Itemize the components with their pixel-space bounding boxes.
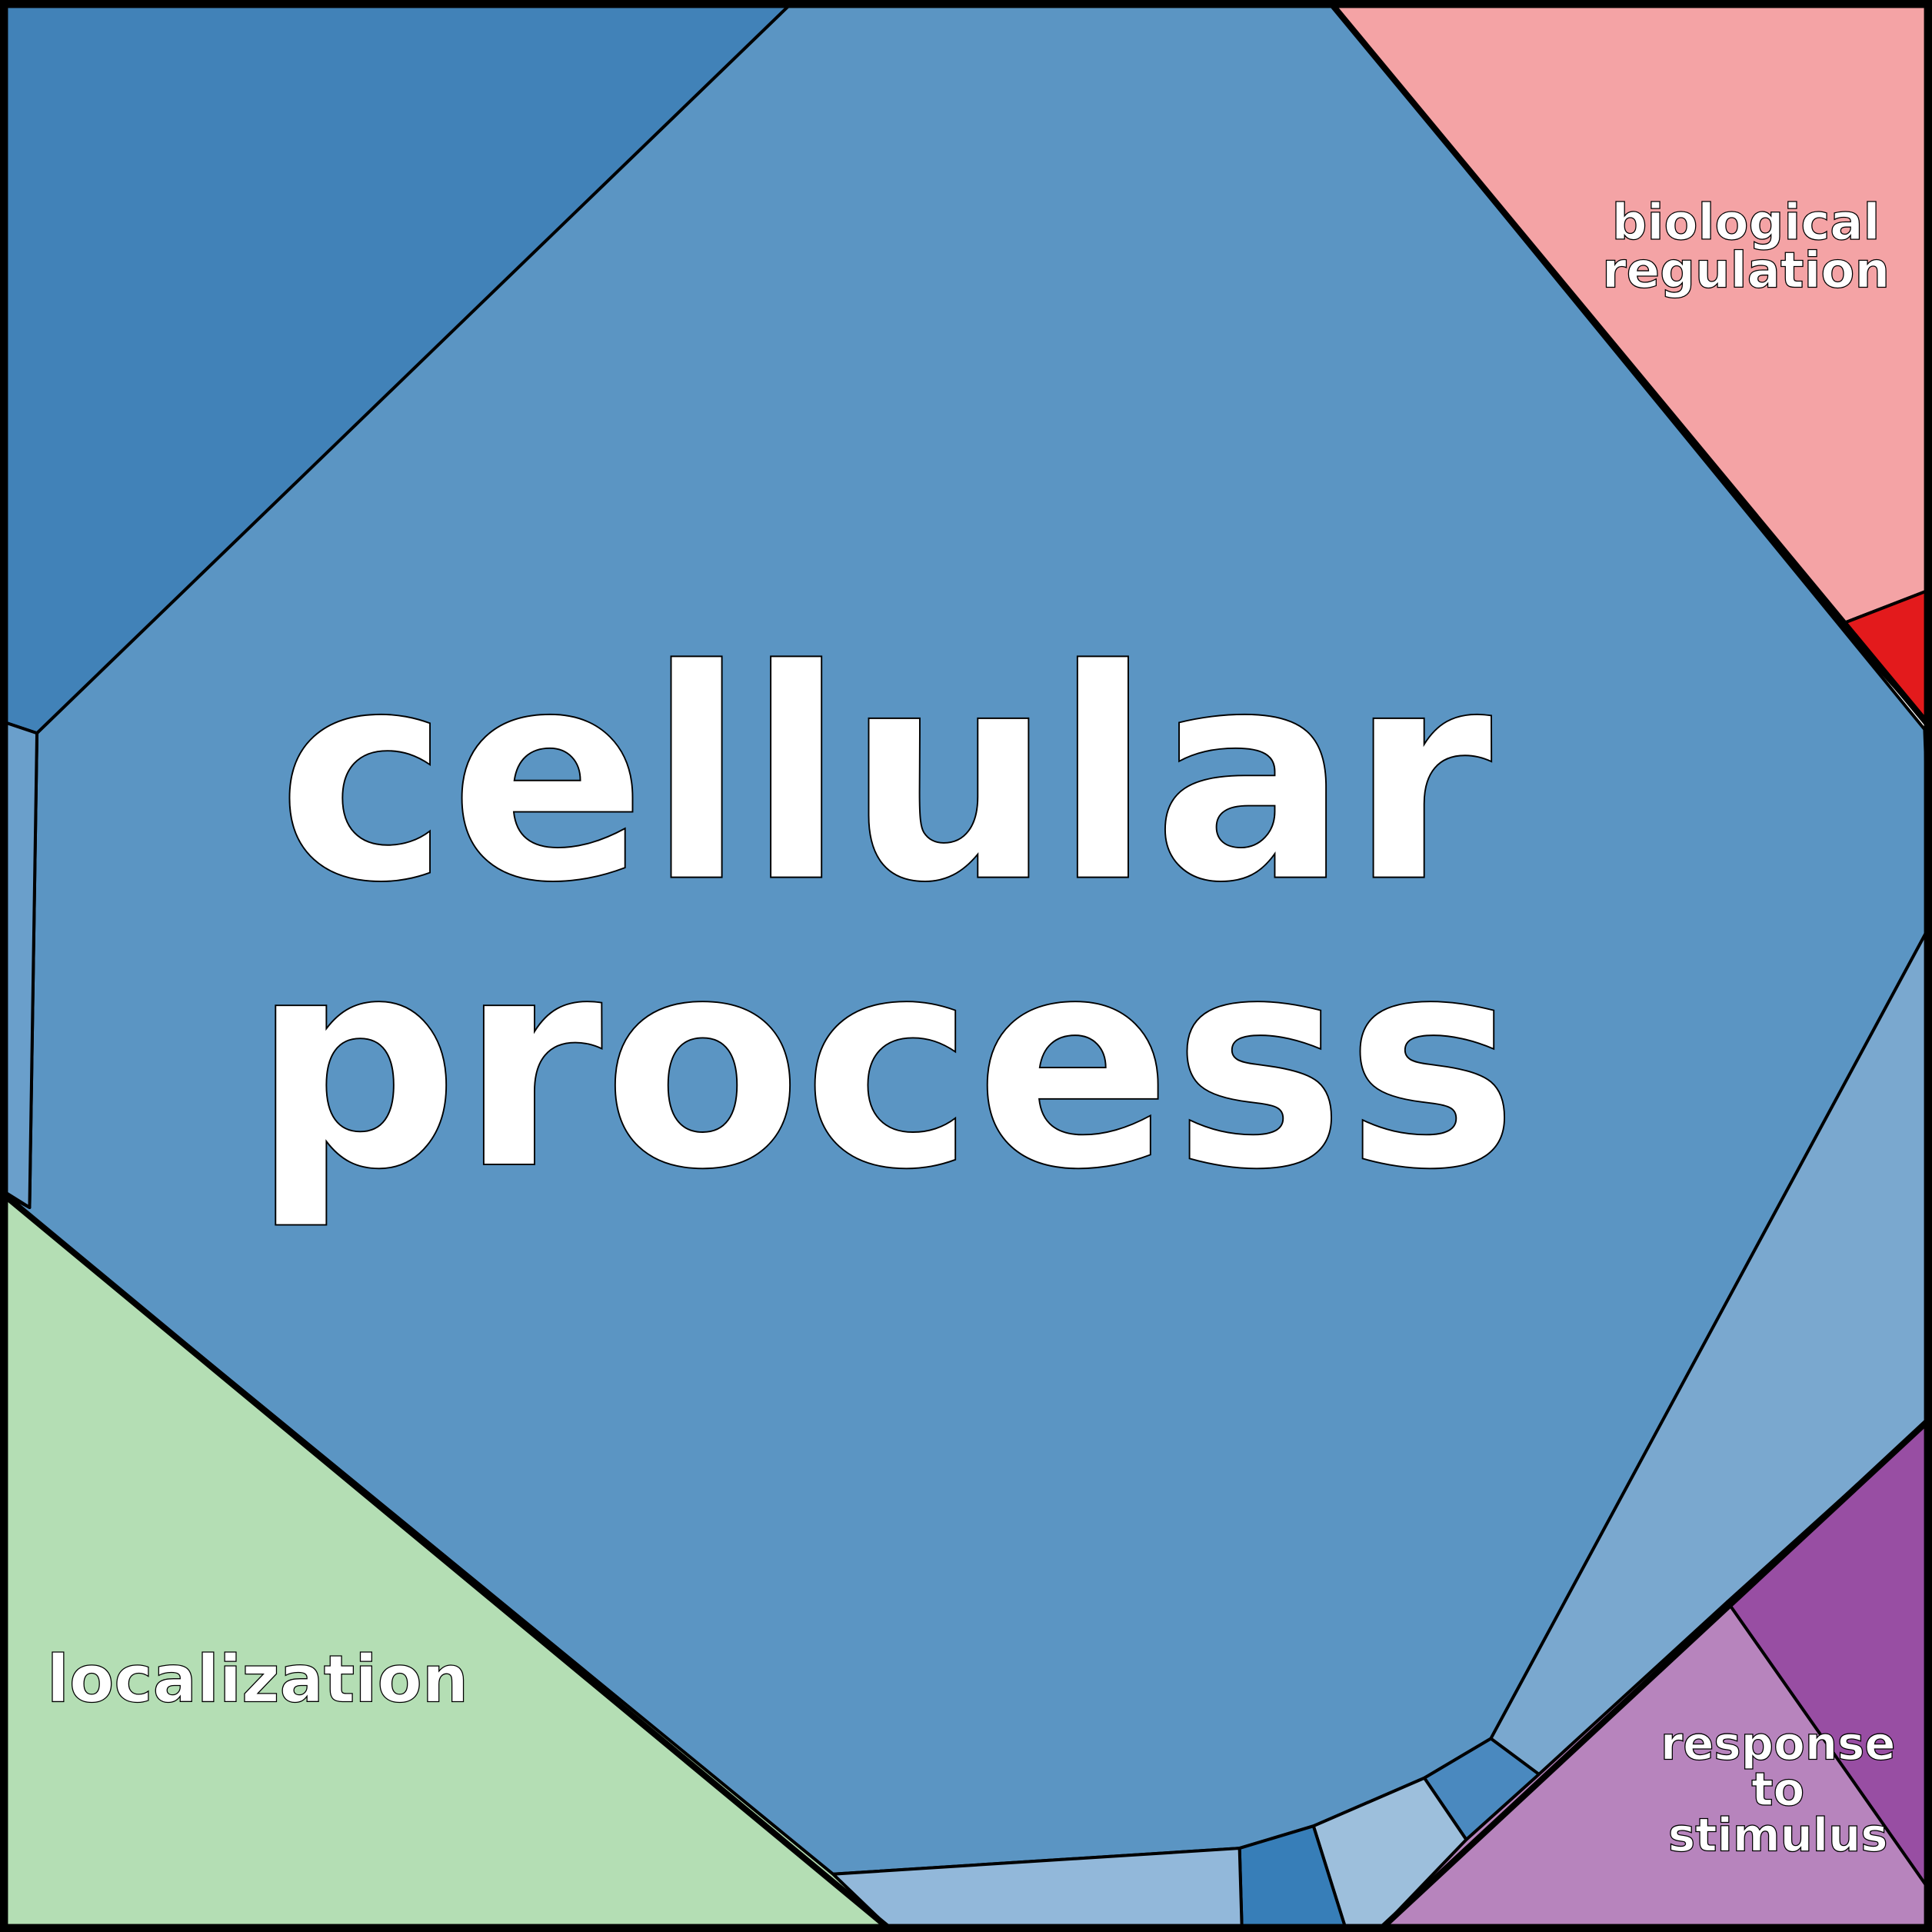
label-process: process [251,895,1518,1234]
group-border [1375,1414,1932,1932]
label-cellular: cellular [277,608,1494,947]
label-biological: biological [1612,195,1880,251]
label-to: to [1751,1763,1804,1816]
label-response: response [1661,1717,1896,1770]
group-border [0,1189,896,1932]
cell-left-strip[interactable] [0,719,39,1210]
group-border [1325,0,1932,731]
label-stimulus: stimulus [1668,1808,1888,1861]
label-regulation: regulation [1602,242,1890,299]
label-localization: localization [47,1641,468,1717]
